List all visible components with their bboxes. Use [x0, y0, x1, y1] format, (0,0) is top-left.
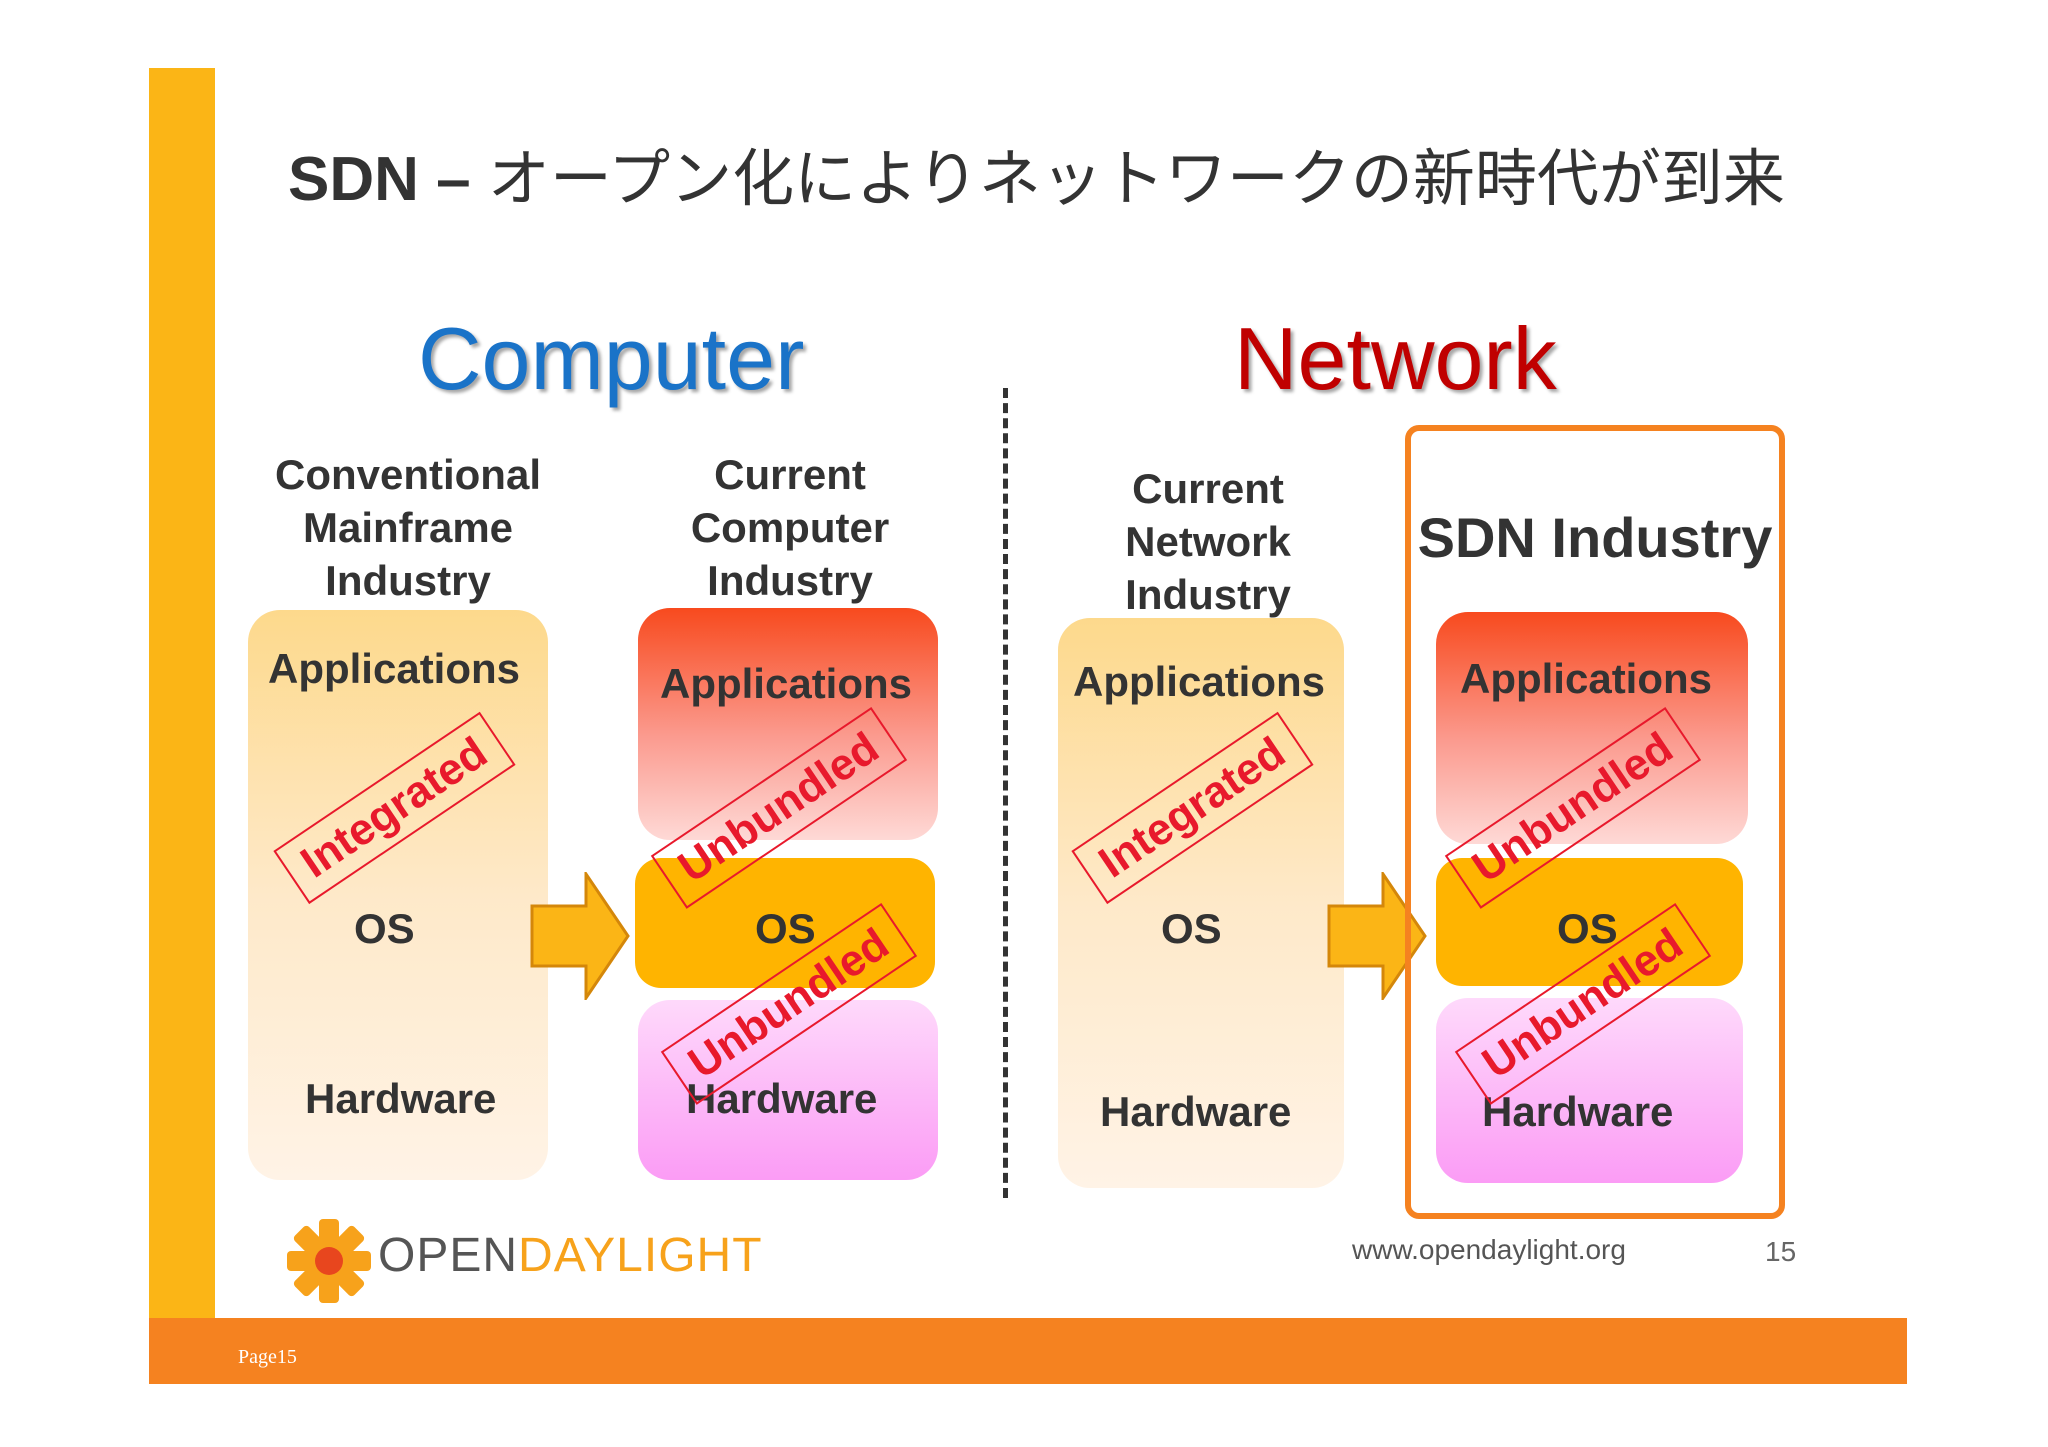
arrow-right-icon [530, 872, 630, 1000]
footer-url: www.opendaylight.org [1352, 1234, 1626, 1265]
title-latin: SDN – [288, 145, 471, 214]
left-accent-bar [149, 68, 215, 1318]
hardware-block-sdn [1436, 998, 1743, 1183]
logo-text-open: OPEN [378, 1229, 519, 1282]
layer-hardware-sdn: Hardware [1482, 1088, 1674, 1135]
layer-os-sdn: OS [1557, 905, 1618, 952]
integrated-stack-mainframe [248, 610, 548, 1180]
column-title-computer: Current Computer Industry [690, 451, 890, 604]
sdn-highlight-frame [1405, 425, 1785, 1219]
arrow-right-icon [1327, 872, 1427, 1000]
os-block-sdn [1436, 858, 1743, 986]
section-divider [1003, 388, 1008, 1198]
hardware-block-computer [638, 1000, 938, 1180]
os-block-computer [635, 858, 935, 988]
layer-hardware-mainframe: Hardware [305, 1075, 497, 1122]
logo-text-daylight: DAYLIGHT [518, 1229, 763, 1282]
layer-os-computer: OS [755, 905, 816, 952]
section-computer: Computer [418, 309, 805, 408]
column-title-network: Current Network Industry [1125, 465, 1291, 618]
section-network: Network [1234, 309, 1557, 408]
opendaylight-sun-icon [287, 1219, 371, 1303]
layer-applications-sdn: Applications [1460, 655, 1713, 702]
opendaylight-logo: OPENDAYLIGHT [378, 1228, 763, 1283]
applications-block-computer [638, 608, 938, 840]
slide-title: SDN – オープン化によりネットワークの新時代が到来 [288, 128, 1785, 218]
integrated-stack-network [1058, 618, 1344, 1188]
layer-os-network: OS [1161, 905, 1222, 952]
layer-os-mainframe: OS [354, 905, 415, 952]
page-label: Page15 [238, 1346, 297, 1368]
layer-applications-computer: Applications [660, 660, 913, 707]
column-title-mainframe: Conventional Mainframe Industry [274, 451, 541, 604]
layer-applications-mainframe: Applications [268, 645, 521, 692]
footer-bar [149, 1318, 1907, 1384]
layer-applications-network: Applications [1073, 658, 1326, 705]
column-title-sdn: SDN Industry [1417, 506, 1773, 569]
layer-hardware-network: Hardware [1100, 1088, 1292, 1135]
slide-number: 15 [1765, 1236, 1797, 1267]
title-japanese: オープン化によりネットワークの新時代が到来 [487, 142, 1785, 215]
layer-hardware-computer: Hardware [686, 1075, 878, 1122]
applications-block-sdn [1436, 612, 1748, 844]
